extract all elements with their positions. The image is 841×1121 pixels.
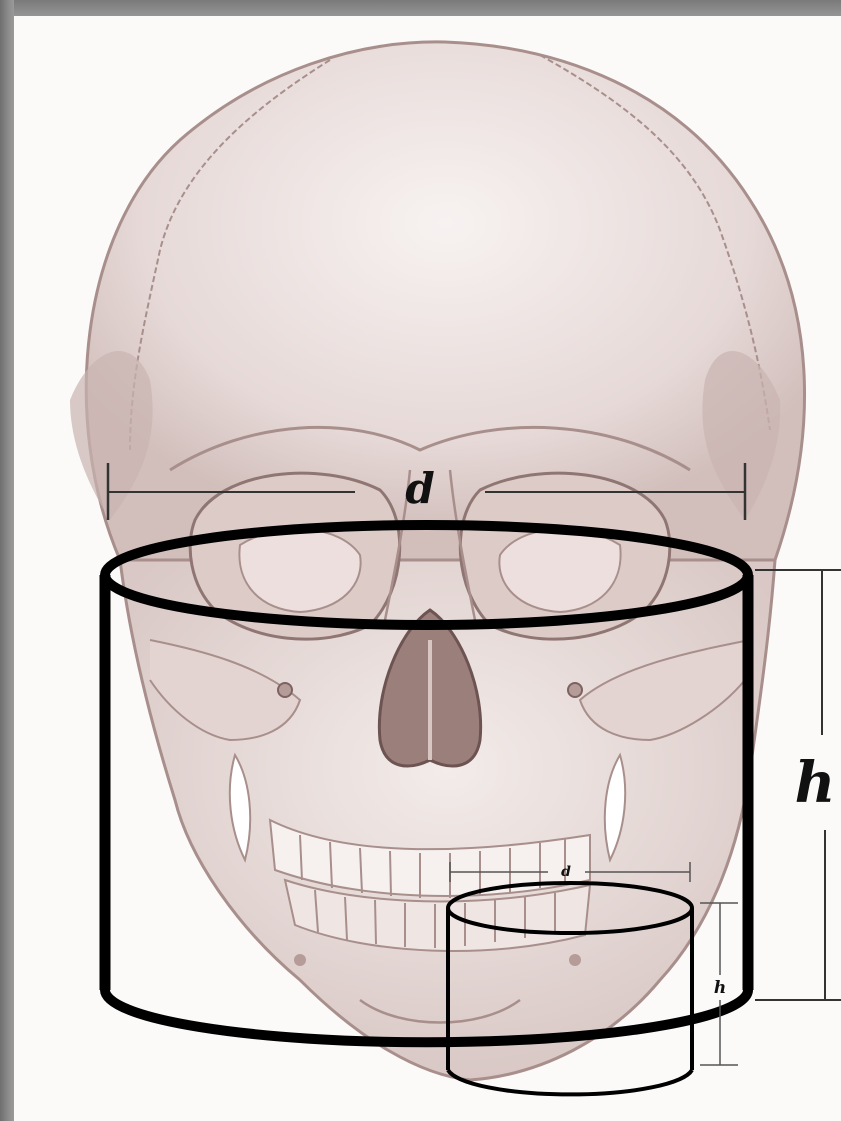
skull-illustration	[70, 42, 805, 1080]
small-diameter-label: d	[561, 864, 571, 880]
large-diameter-label: d	[405, 464, 434, 513]
small-cylinder-bottom-ellipse	[448, 1070, 692, 1094]
large-height-label: h	[795, 750, 836, 816]
skull-diagram-svg: d h d	[14, 16, 841, 1121]
left-border	[0, 0, 14, 1121]
left-infraorbital-foramen	[278, 683, 292, 697]
small-height-label: h	[714, 978, 726, 998]
right-infraorbital-foramen	[568, 683, 582, 697]
mental-foramen-right	[569, 954, 581, 966]
cranium-outline	[86, 42, 804, 560]
top-border	[0, 0, 841, 16]
diagram-canvas: d h d	[14, 16, 841, 1121]
mental-foramen-left	[294, 954, 306, 966]
